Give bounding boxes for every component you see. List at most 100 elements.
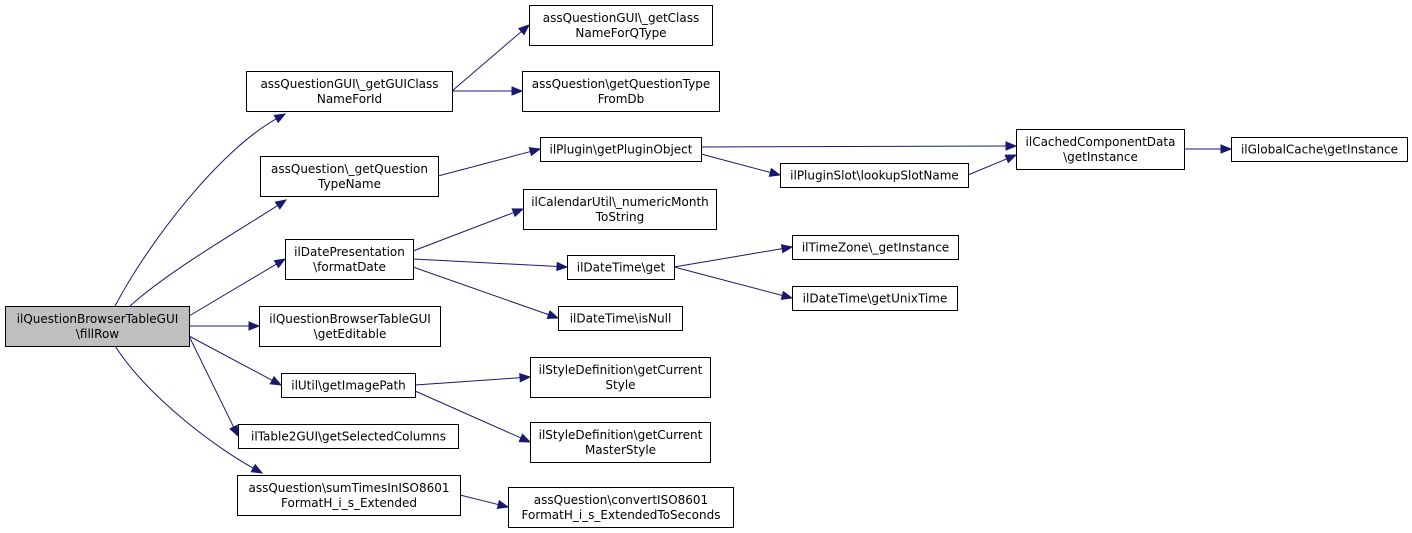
edge-line	[437, 150, 532, 177]
node-label-line: FormatH_i_s_ExtendedToSeconds	[522, 508, 721, 522]
node-label-line: ilDateTime\getUnixTime	[803, 292, 948, 306]
node-label-line: assQuestionGUI\_getClass	[543, 11, 699, 25]
node-label-line: ilUtil\getImagePath	[291, 379, 406, 393]
node-label-line: ilTimeZone\_getInstance	[802, 241, 949, 255]
node-box	[238, 424, 459, 449]
node-label-line: ilDateTime\isNull	[570, 312, 672, 326]
edge-datetimeget-to-timezone	[673, 244, 794, 268]
node-box	[260, 156, 439, 197]
node-root[interactable]: ilQuestionBrowserTableGUI\fillRow	[5, 306, 190, 347]
edge-imagepath-to-masterstyle	[414, 390, 532, 443]
node-label-line: FromDb	[598, 92, 645, 106]
node-isnull[interactable]: ilDateTime\isNull	[558, 306, 683, 331]
edge-root-to-getqtypename-arrowhead	[274, 199, 288, 210]
node-label-line: assQuestion\sumTimesInISO8601	[248, 481, 449, 495]
edge-line	[412, 266, 550, 316]
edge-formatdate-to-numericmonth	[412, 208, 525, 252]
edge-imagepath-to-currentstyle	[414, 373, 532, 386]
node-label-line: ilQuestionBrowserTableGUI	[17, 312, 179, 326]
edge-root-to-sumtimes	[114, 345, 264, 474]
edge-line	[673, 266, 784, 297]
node-unixtime[interactable]: ilDateTime\getUnixTime	[792, 286, 958, 311]
node-box	[530, 357, 711, 398]
node-imagepath[interactable]: ilUtil\getImagePath	[281, 373, 416, 398]
node-label-line: assQuestion\_getQuestion	[271, 162, 428, 176]
node-label-line: NameForId	[317, 92, 382, 106]
edge-sumtimes-to-convertiso	[459, 494, 510, 510]
node-box	[529, 5, 713, 46]
node-globalcache[interactable]: ilGlobalCache\getInstance	[1231, 137, 1408, 162]
edge-line	[459, 494, 500, 506]
node-label-line: assQuestion\getQuestionType	[532, 77, 711, 91]
node-geteditable[interactable]: ilQuestionBrowserTableGUI\getEditable	[259, 306, 441, 347]
edge-line	[412, 258, 559, 268]
node-label-line: TypeName	[317, 177, 381, 191]
edge-root-to-getguiclass-arrowhead	[273, 113, 287, 124]
edge-line	[412, 211, 515, 252]
node-getpluginobject[interactable]: ilPlugin\getPluginObject	[540, 137, 702, 162]
edge-formatdate-to-datetimeget-arrowhead	[556, 261, 569, 272]
edge-line	[451, 30, 523, 92]
edge-line	[967, 158, 1008, 176]
edge-root-to-imagepath	[188, 335, 283, 386]
edge-root-to-formatdate	[188, 258, 287, 317]
node-convertiso[interactable]: assQuestion\convertISO8601FormatH_i_s_Ex…	[508, 487, 734, 528]
edge-line	[188, 335, 235, 429]
node-lookupslotname[interactable]: ilPluginSlot\lookupSlotName	[780, 163, 969, 188]
node-label-line: ToString	[595, 210, 644, 224]
node-label-line: \fillRow	[76, 327, 119, 341]
node-box	[792, 286, 958, 311]
edge-line	[414, 390, 522, 439]
edge-root-to-geteditable-arrowhead	[248, 321, 261, 331]
node-formatdate[interactable]: ilDatePresentation\formatDate	[285, 239, 414, 280]
edge-getqtypename-to-getpluginobject	[437, 147, 542, 177]
edge-getpluginobject-to-lookupslotname	[700, 153, 782, 177]
edge-root-to-selectedcolumns-arrowhead	[229, 424, 239, 438]
node-box	[523, 189, 717, 230]
edge-line	[673, 248, 784, 268]
node-box	[530, 422, 711, 463]
node-box	[567, 255, 675, 280]
node-label-line: assQuestion\convertISO8601	[534, 493, 708, 507]
node-sumtimes[interactable]: assQuestion\sumTimesInISO8601FormatH_i_s…	[237, 475, 461, 516]
node-box	[281, 373, 416, 398]
edge-root-to-selectedcolumns	[188, 335, 239, 438]
edge-getguiclass-to-getclassname-arrowhead	[517, 24, 531, 36]
node-label-line: ilCachedComponentData	[1026, 135, 1176, 149]
node-label-line: ilTable2GUI\getSelectedColumns	[251, 430, 446, 444]
edge-cachedcomponent-to-globalcache-arrowhead	[1220, 144, 1233, 154]
edge-cachedcomponent-to-globalcache	[1184, 144, 1233, 154]
node-box	[508, 487, 734, 528]
node-cachedcomponent[interactable]: ilCachedComponentData\getInstance	[1016, 129, 1185, 170]
edge-formatdate-to-isnull-arrowhead	[546, 310, 560, 319]
node-label-line: \getInstance	[1063, 150, 1138, 164]
edge-root-to-getguiclass	[114, 113, 287, 307]
node-datetimeget[interactable]: ilDateTime\get	[567, 255, 675, 280]
node-selectedcolumns[interactable]: ilTable2GUI\getSelectedColumns	[238, 424, 459, 449]
node-label-line: ilPlugin\getPluginObject	[550, 143, 693, 157]
edge-getguiclass-to-getqtypefromdb	[452, 86, 524, 96]
edge-lookupslotname-to-cachedcomponent	[967, 154, 1018, 176]
edge-line	[700, 153, 772, 174]
edge-line	[414, 377, 522, 386]
node-timezone[interactable]: ilTimeZone\_getInstance	[792, 235, 959, 260]
node-label-line: ilStyleDefinition\getCurrent	[539, 428, 703, 442]
edge-formatdate-to-isnull	[412, 266, 560, 319]
node-label-line: Style	[605, 378, 635, 392]
edge-root-to-formatdate-arrowhead	[273, 258, 287, 269]
node-box	[1231, 137, 1408, 162]
node-box	[792, 235, 959, 260]
edge-line	[129, 204, 279, 307]
node-box	[558, 306, 683, 331]
node-box	[522, 71, 720, 112]
node-label-line: assQuestionGUI\_getGUIClass	[260, 77, 438, 91]
edge-imagepath-to-masterstyle-arrowhead	[518, 433, 532, 443]
node-label-line: ilQuestionBrowserTableGUI	[269, 312, 431, 326]
